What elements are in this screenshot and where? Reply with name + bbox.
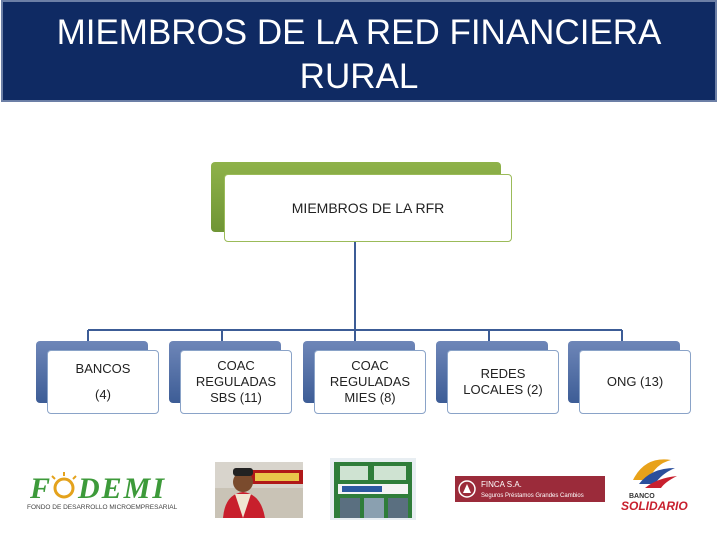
root-node: MIEMBROS DE LA RFR [224,174,512,242]
slide-title-line2: (RFR) [311,101,407,140]
node-coac-mies-line3: MIES (8) [344,390,396,405]
node-coac-mies-line2: REGULADAS [329,374,411,389]
node-coac-mies: COAC REGULADAS MIES (8) [314,350,426,414]
finca-emblem-icon [458,480,476,498]
finca-name: FINCA S.A. [481,480,522,489]
finca-tagline: Seguros Préstamos Grandes Cambios [481,493,584,499]
banco-solidario-line1: BANCO [629,493,655,500]
node-coac-sbs-line2: REGULADAS [195,374,277,389]
svg-text:F: F [29,472,50,505]
fodemi-logo: F DEMI FONDO DE DESARROLLO MICROEMPRESAR… [27,472,178,511]
node-redes-locales: REDES LOCALES (2) [447,350,559,414]
node-coac-sbs-line3: SBS (11) [210,390,262,405]
banco-solidario-swoosh-icon [633,459,671,480]
slide-title-line1: MIEMBROS DE LA RED FINANCIERA RURAL [56,13,662,96]
node-redes-line2: LOCALES (2) [463,382,543,397]
node-bancos-line2: (4) [95,387,111,402]
node-coac-sbs: COAC REGULADAS SBS (11) [180,350,292,414]
node-ong: ONG (13) [579,350,691,414]
banco-solidario-logo: BANCO SOLIDARIO [621,459,688,513]
node-bancos-line1: BANCOS [75,361,131,376]
fodemi-sun-icon [53,477,75,499]
node-coac-sbs-line1: COAC [217,358,255,373]
node-coac-mies-line1: COAC [351,358,389,373]
node-redes-line1: REDES [480,366,526,381]
coac-photo-person [215,462,303,518]
banco-solidario-line2: SOLIDARIO [621,499,688,513]
finca-logo: FINCA S.A. Seguros Préstamos Grandes Cam… [455,476,605,502]
fodemi-tagline: FONDO DE DESARROLLO MICROEMPRESARIAL [27,504,178,511]
node-ong-line1: ONG (13) [606,374,664,389]
slide-title-bar: MIEMBROS DE LA RED FINANCIERA RURAL (RFR… [1,0,717,140]
root-node-label: MIEMBROS DE LA RFR [291,200,445,216]
node-bancos: BANCOS (4) [47,350,159,414]
svg-text:DEMI: DEMI [77,472,166,505]
coac-photo-building [330,458,416,520]
